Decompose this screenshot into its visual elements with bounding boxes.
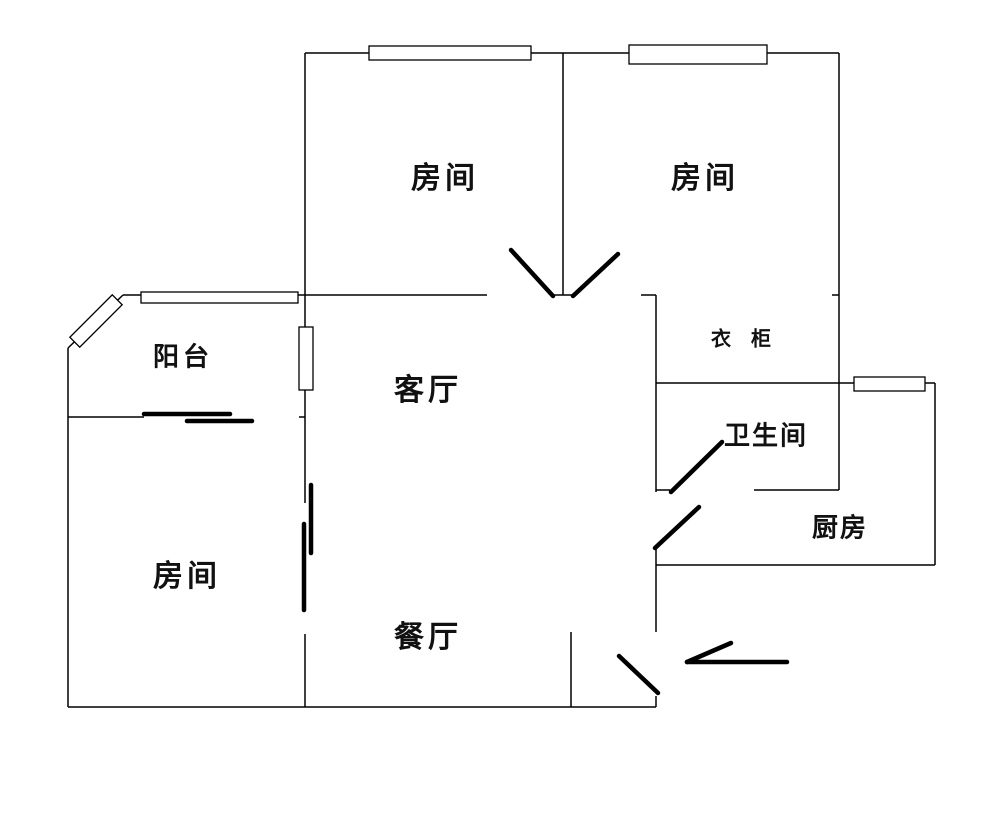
room-label-bedroom-left: 房间 bbox=[153, 559, 221, 594]
window-bedroom-top-right bbox=[628, 44, 768, 65]
room-label-bathroom: 卫生间 bbox=[723, 421, 809, 452]
door-bedroom-top-right bbox=[570, 251, 621, 299]
door-bathroom bbox=[668, 439, 725, 495]
door-entrance bbox=[616, 653, 661, 696]
window-bedroom-top-left bbox=[368, 45, 532, 61]
door-bedroom-top-left bbox=[508, 247, 556, 299]
window-kitchen bbox=[853, 376, 926, 392]
room-label-kitchen: 厨房 bbox=[811, 513, 869, 544]
room-label-bedroom-top-right: 房间 bbox=[671, 161, 739, 196]
door-kitchen bbox=[652, 504, 702, 551]
entrance-arrow-icon bbox=[684, 640, 790, 665]
walls bbox=[67, 52, 936, 708]
window-balcony-top bbox=[140, 291, 299, 304]
room-label-bedroom-top-left: 房间 bbox=[411, 161, 479, 196]
room-label-balcony: 阳台 bbox=[152, 342, 214, 373]
room-label-wardrobe: 衣 柜 bbox=[711, 326, 773, 351]
room-label-living-room: 客厅 bbox=[394, 373, 462, 408]
window-balcony-right bbox=[298, 326, 314, 391]
windows bbox=[68, 44, 926, 392]
doors bbox=[141, 247, 725, 696]
room-label-dining-room: 餐厅 bbox=[394, 620, 462, 655]
window-balcony-diagonal bbox=[68, 293, 124, 349]
